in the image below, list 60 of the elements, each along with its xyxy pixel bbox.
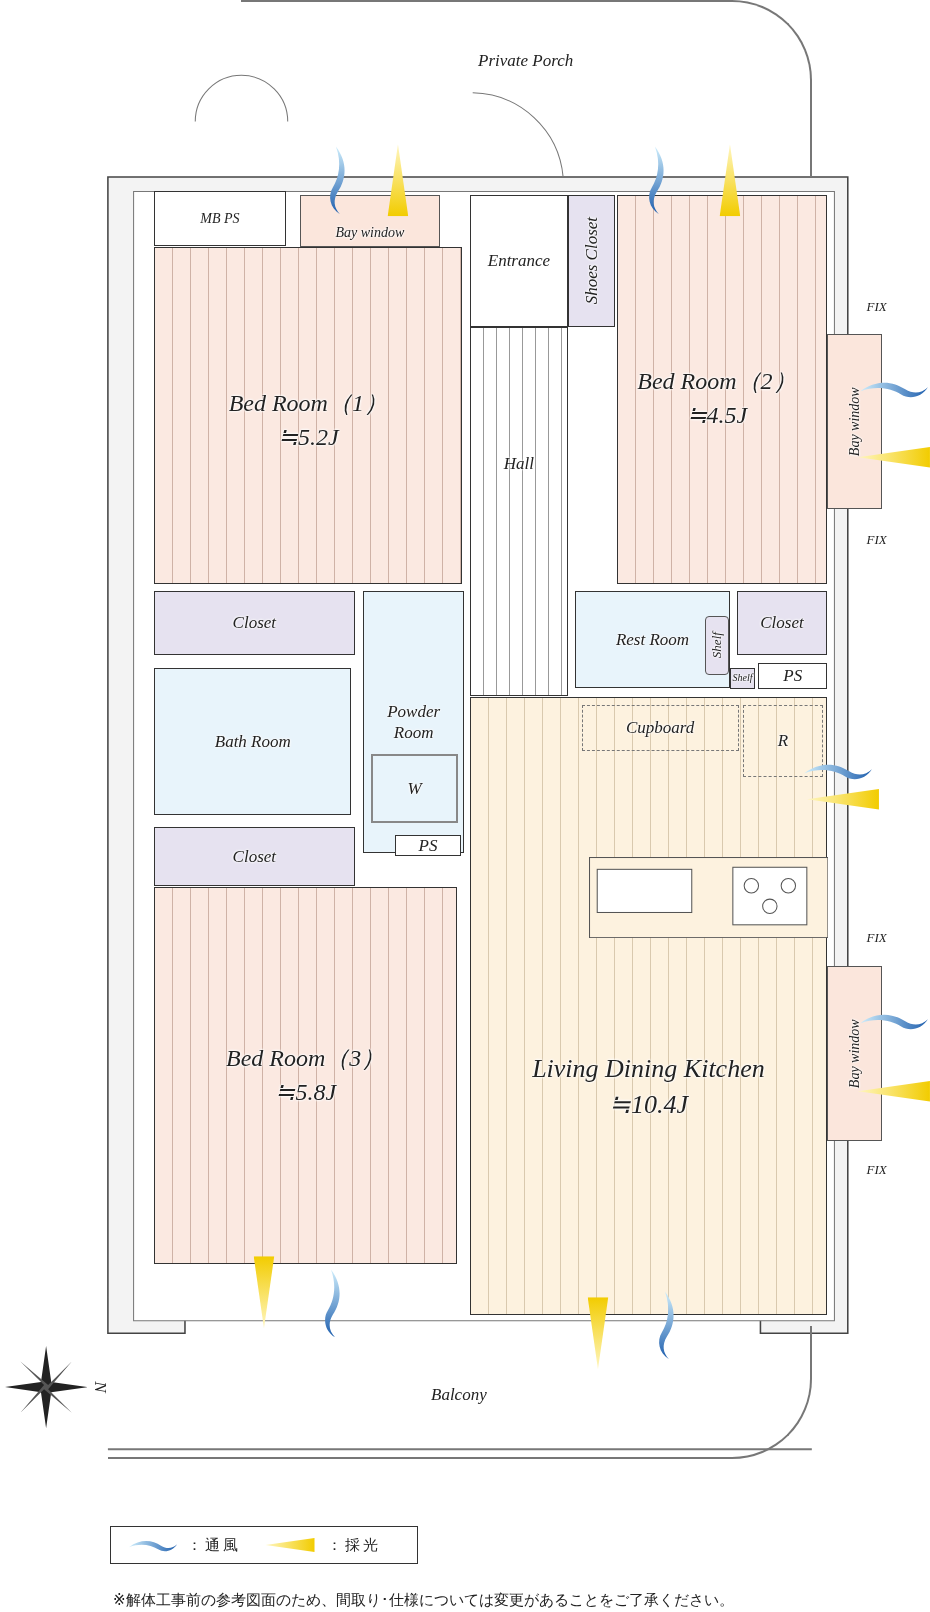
area-label: ≒4.5J <box>686 401 748 431</box>
room-label: Bath Room <box>214 730 291 753</box>
utility-space <box>154 191 286 246</box>
room-label: Hall <box>503 452 535 475</box>
legend-text: ：採光 <box>326 1534 381 1556</box>
room-label: Shoes Closet <box>580 217 602 305</box>
bedroom-area <box>616 195 828 584</box>
room-label: Bed Room（3） <box>226 1043 386 1073</box>
area-label: ≒10.4J <box>608 1089 688 1122</box>
fixed-window-label: FIX <box>866 298 887 317</box>
room-label: Closet <box>232 845 277 868</box>
shelf-area <box>704 615 729 676</box>
room-label: Powder Room <box>386 700 442 744</box>
room-label: R <box>777 730 789 752</box>
room-label: Shelf <box>708 632 725 659</box>
wet-room-area <box>154 667 352 815</box>
bay-window-area <box>827 333 882 509</box>
bedroom-area <box>154 246 463 584</box>
room-label: MB PS <box>200 209 240 228</box>
room-label: Bed Room（2） <box>637 367 797 397</box>
room-label: Living Dining Kitchen <box>532 1052 765 1085</box>
room-label: Cupboard <box>626 717 695 739</box>
utility-space <box>394 835 462 856</box>
closet-area <box>154 590 355 655</box>
fixed-window-label: FIX <box>866 1161 887 1180</box>
room-label: Closet <box>760 612 804 634</box>
wet-room-area <box>362 590 465 853</box>
room-label: Closet <box>232 612 277 634</box>
disclaimer-note: ※解体工事前の参考図面のため、間取り･仕様については変更があることをご了承ください。 <box>113 1589 734 1611</box>
area-label: ≒5.2J <box>277 422 339 452</box>
fixed-window-label: FIX <box>866 929 887 948</box>
room-label: Private Porch <box>478 50 574 72</box>
closet-area <box>736 590 828 655</box>
room-label: PS <box>783 665 803 687</box>
bedroom-area <box>154 886 458 1264</box>
dashed-fixture-outline <box>581 704 739 752</box>
closet-area <box>154 827 355 886</box>
utility-space <box>469 195 569 327</box>
wet-room-area <box>575 590 730 689</box>
fixed-window-label: FIX <box>866 530 887 549</box>
room-label: Bay window <box>845 1018 863 1088</box>
room-label: Entrance <box>487 250 551 272</box>
washer-space <box>370 754 459 824</box>
room-label: W <box>407 778 422 800</box>
room-label: Bay window <box>335 224 405 242</box>
bay-window-area <box>827 965 882 1141</box>
room-label: PS <box>418 835 438 857</box>
hallway-area <box>469 326 569 696</box>
bay-window-area <box>300 195 440 247</box>
living-area <box>469 696 828 1316</box>
room-label: Shelf <box>732 671 753 685</box>
room-label: Bay window <box>845 386 863 456</box>
north-label: N <box>89 1381 111 1393</box>
legend-text: ：通風 <box>186 1534 241 1556</box>
closet-area <box>568 195 615 327</box>
room-label: Bed Room（1） <box>228 388 388 418</box>
room-label: Rest Room <box>615 629 690 651</box>
area-label: ≒5.8J <box>275 1077 337 1107</box>
utility-space <box>758 662 828 689</box>
room-label: Balcony <box>431 1383 487 1405</box>
